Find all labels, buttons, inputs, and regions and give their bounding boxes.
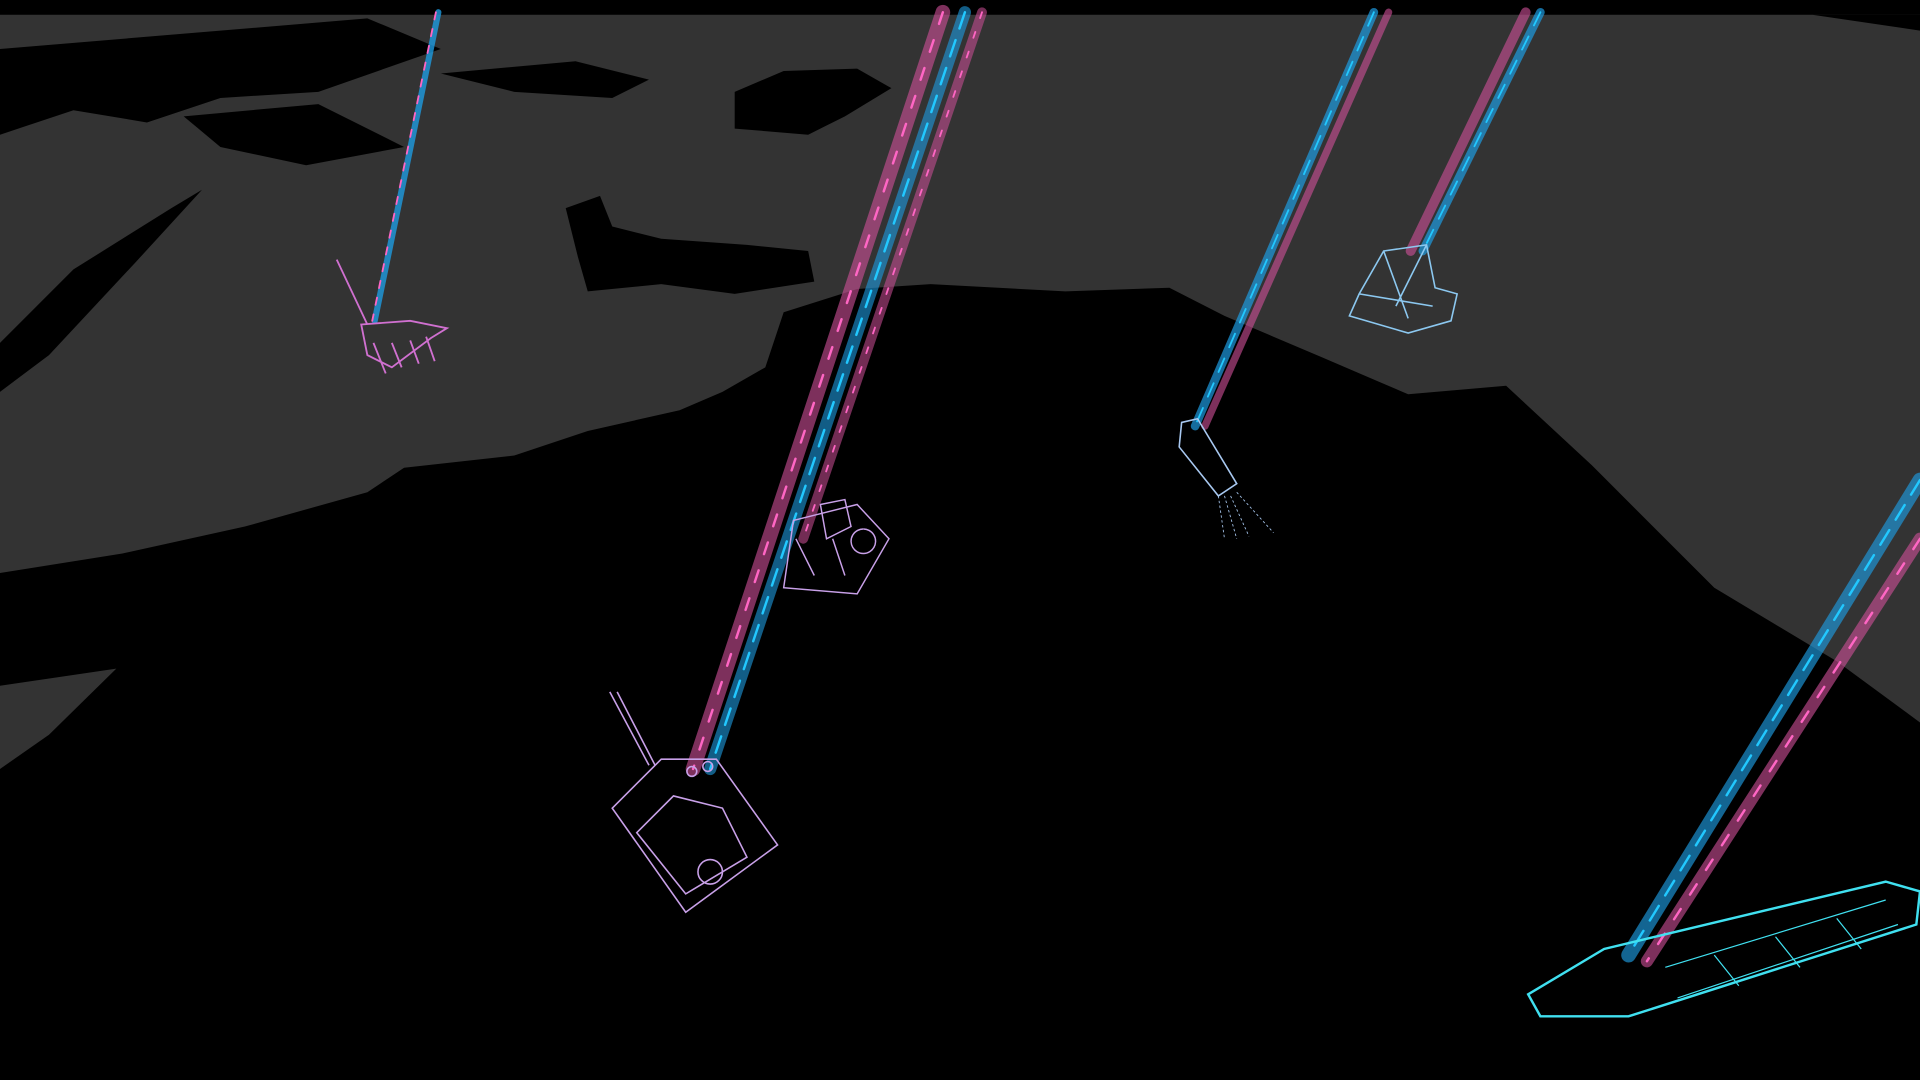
beam-tanker bbox=[1621, 472, 1920, 968]
fjord bbox=[183, 104, 405, 166]
fjord bbox=[0, 189, 203, 392]
tanker-icon[interactable] bbox=[1526, 880, 1920, 1018]
land-southwest bbox=[0, 668, 117, 769]
beam-central bbox=[798, 7, 987, 544]
fjord bbox=[440, 61, 649, 98]
lake bbox=[734, 68, 892, 135]
top-bar bbox=[0, 0, 1920, 13]
beam-vessel-east bbox=[1190, 7, 1393, 431]
oil-platform-icon[interactable] bbox=[782, 498, 890, 595]
beam-northeast bbox=[1405, 7, 1545, 256]
oil-platform-icon[interactable] bbox=[335, 259, 450, 374]
beam-south bbox=[685, 4, 972, 777]
lake bbox=[565, 195, 815, 294]
drilling-rig-icon[interactable] bbox=[609, 691, 779, 914]
beams bbox=[371, 4, 1920, 968]
oil-platform-icon[interactable] bbox=[1348, 244, 1459, 334]
beam-northwest bbox=[371, 9, 442, 324]
ship-icon[interactable] bbox=[1178, 417, 1274, 539]
fjord bbox=[0, 18, 441, 135]
